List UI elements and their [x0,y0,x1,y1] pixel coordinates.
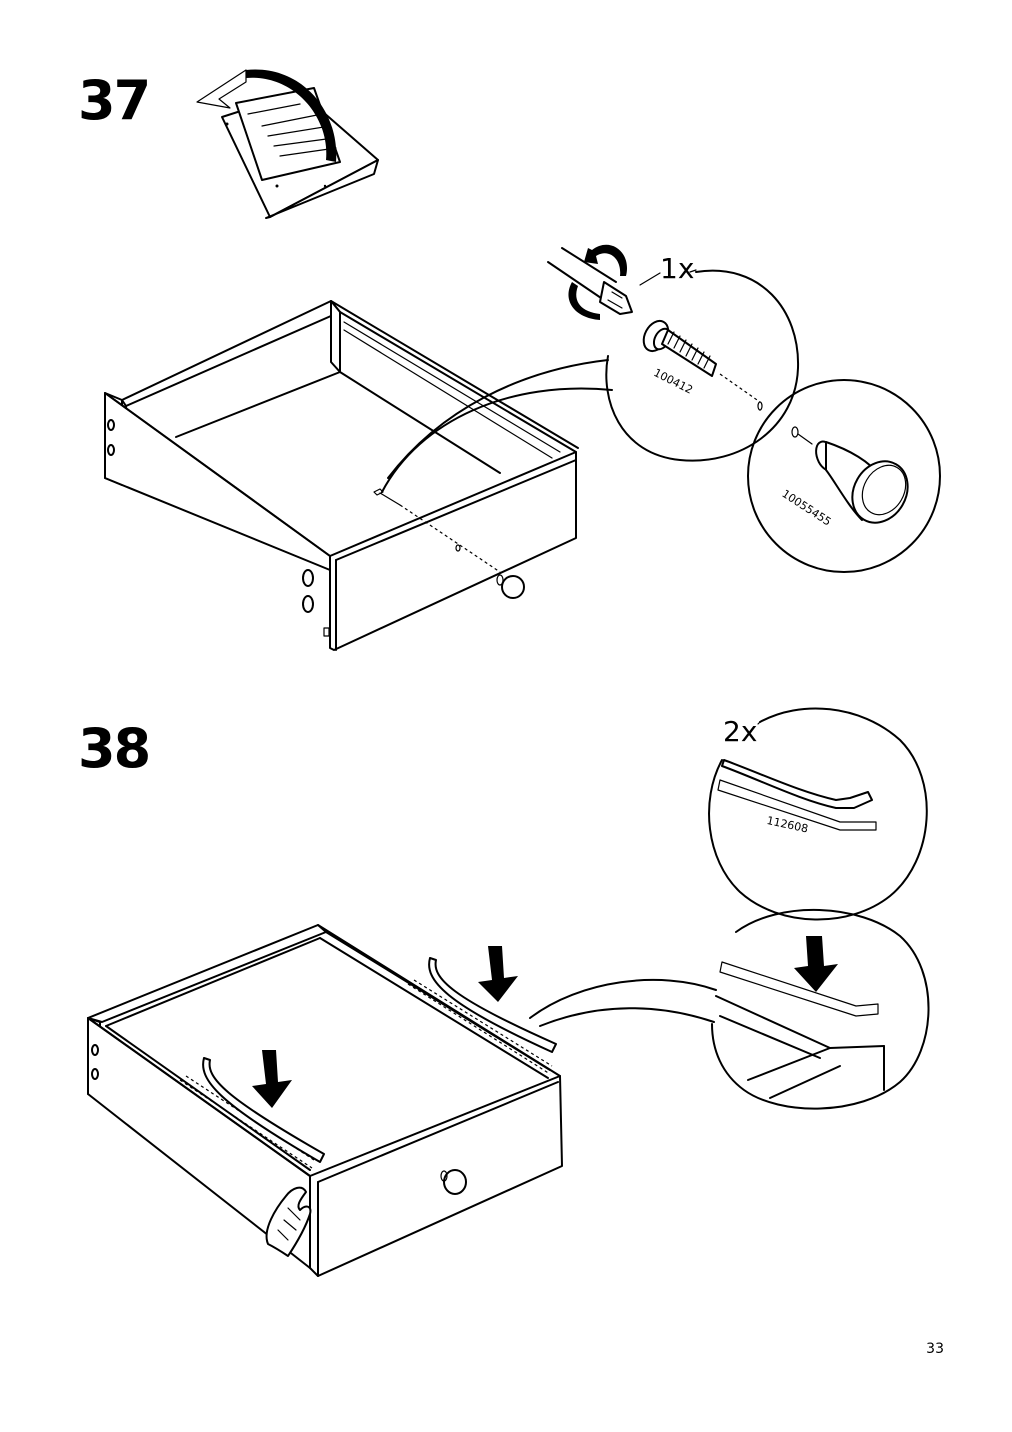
rail-install-callout [711,909,930,1110]
rail-strip-right-icon [428,957,557,1053]
rail-callout [708,707,928,921]
screwdriver-icon [547,247,633,315]
step-37-number: 37 [78,69,151,132]
step-37-quantity: 1x [660,252,695,285]
screw-icon [642,319,763,411]
rail-strip-icon [717,759,877,831]
screw-callout [547,244,800,462]
page-number: 33 [926,1341,944,1357]
drawer-step-38 [87,924,717,1277]
step-38-quantity: 2x [723,715,758,748]
arrow-down-icon [478,946,518,1002]
knob-icon [791,426,909,524]
step-38-number: 38 [78,717,151,780]
flip-drawer-icon [196,69,379,219]
arrow-down-icon [252,1050,292,1108]
knob-callout [747,379,941,573]
drawer-step-37 [104,300,613,651]
rail-strip-left-icon [202,1057,325,1163]
arrow-down-icon [794,936,838,992]
hand-icon [265,1186,312,1257]
